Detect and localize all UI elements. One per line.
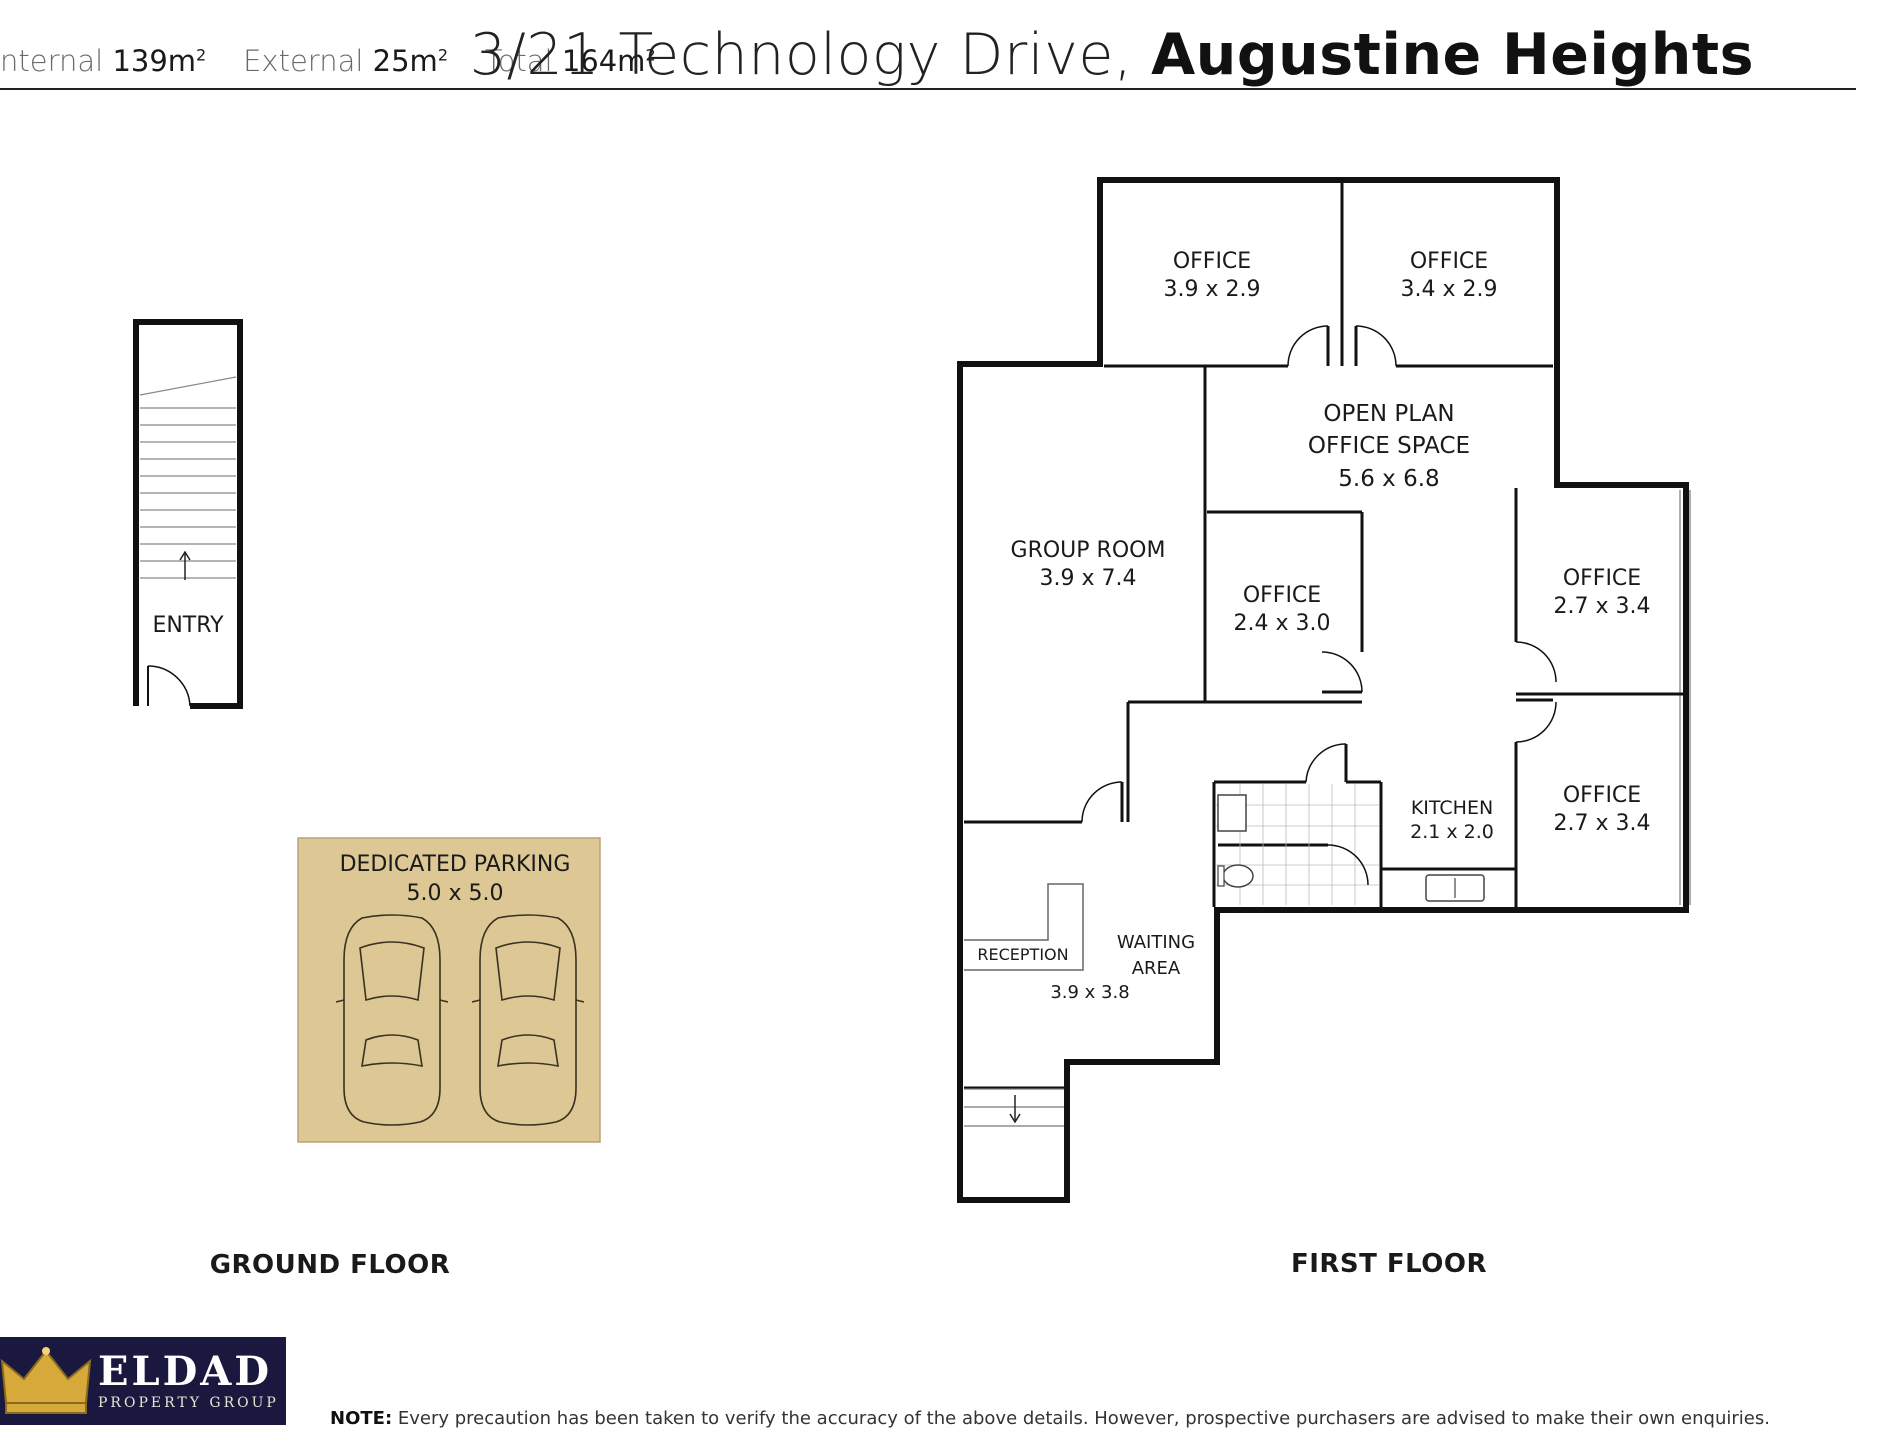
note-lead: NOTE:	[330, 1408, 393, 1429]
external-area-value: 25m2	[372, 44, 448, 78]
parking-name: DEDICATED PARKING	[340, 852, 571, 877]
parking-bay	[297, 837, 601, 1143]
header-divider	[0, 88, 1856, 90]
total-area-label: Total	[484, 44, 553, 78]
waiting-area-name-2: AREA	[1132, 958, 1181, 979]
group-room-name: GROUP ROOM	[1011, 538, 1166, 563]
entry-walls	[133, 319, 243, 709]
crown-icon	[0, 1347, 92, 1414]
eldad-logo	[0, 1337, 286, 1425]
car-icon	[335, 914, 449, 1126]
exterior-walls	[957, 177, 1689, 1203]
reception-name: RECEPTION	[977, 945, 1068, 964]
office-4-size: 2.7 x 3.4	[1554, 594, 1651, 619]
first-floor-label: FIRST FLOOR	[1291, 1249, 1487, 1279]
address-street: 3/21 Technology Drive,	[469, 22, 1133, 88]
entry-stairs	[139, 376, 237, 579]
property-address: 3/21 Technology Drive, Augustine Heights	[470, 22, 1754, 88]
basin-icon	[1217, 794, 1247, 832]
parking-size: 5.0 x 5.0	[407, 881, 504, 906]
note-text: Every precaution has been taken to verif…	[397, 1408, 1770, 1429]
disclaimer-note: NOTE: Every precaution has been taken to…	[330, 1408, 1770, 1429]
office-5-size: 2.7 x 3.4	[1554, 811, 1651, 836]
office-1-name: OFFICE	[1173, 249, 1251, 274]
car-icon	[471, 914, 585, 1126]
first-floor-plan: OFFICE 3.9 x 2.9 OFFICE 3.4 x 2.9 OPEN P…	[957, 177, 1691, 1203]
ground-floor-plan: ENTRY DEDICATED PARKING 5.0 x 5.0	[133, 319, 601, 1143]
logo-name: ELDAD	[98, 1348, 273, 1395]
waiting-area-size: 3.9 x 3.8	[1050, 982, 1129, 1003]
office-1-size: 3.9 x 2.9	[1164, 277, 1261, 302]
total-area-value: 164m2	[561, 44, 656, 78]
internal-area-value: 139m2	[112, 44, 207, 78]
office-2-size: 3.4 x 2.9	[1401, 277, 1498, 302]
open-plan-size: 5.6 x 6.8	[1338, 466, 1439, 492]
toilet-icon	[1222, 864, 1254, 888]
interior-walls	[964, 180, 1683, 1090]
office-3-name: OFFICE	[1243, 583, 1321, 608]
area-summary: nternal 139m2 External 25m2 Total 164m2	[0, 44, 656, 78]
internal-area-label: nternal	[0, 44, 104, 78]
right-windows	[1679, 490, 1691, 905]
office-5-name: OFFICE	[1563, 783, 1641, 808]
open-plan-name: OPEN PLAN	[1323, 401, 1454, 427]
external-area-label: External	[243, 44, 364, 78]
office-2-name: OFFICE	[1410, 249, 1488, 274]
kitchen-name: KITCHEN	[1411, 797, 1493, 819]
address-suburb: Augustine Heights	[1151, 22, 1754, 88]
entry-label: ENTRY	[152, 613, 224, 638]
office-3-size: 2.4 x 3.0	[1234, 611, 1331, 636]
reception-counter	[964, 883, 1084, 971]
first-floor-stairs	[964, 1088, 1064, 1127]
group-room-size: 3.9 x 7.4	[1040, 566, 1137, 591]
ground-floor-label: GROUND FLOOR	[210, 1250, 451, 1280]
open-plan-name-2: OFFICE SPACE	[1308, 433, 1470, 459]
office-4-name: OFFICE	[1563, 566, 1641, 591]
kitchen-size: 2.1 x 2.0	[1410, 821, 1494, 843]
waiting-area-name: WAITING	[1117, 932, 1195, 953]
doors	[1081, 325, 1557, 886]
logo-subtitle: PROPERTY GROUP	[98, 1395, 279, 1411]
